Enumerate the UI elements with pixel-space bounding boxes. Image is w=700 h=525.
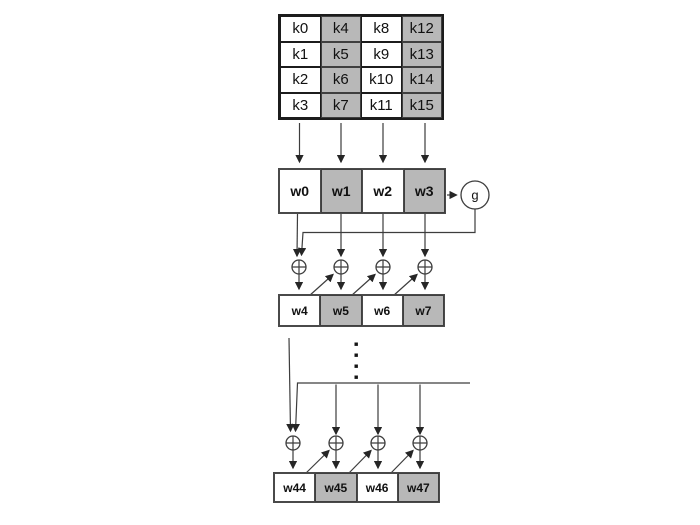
arrow-w0-to-xor: [292, 213, 302, 258]
word-cell-w2: w2: [362, 169, 404, 213]
xor-to-word-arrows-round1: [294, 274, 430, 291]
chain-arrows-final: [303, 449, 414, 476]
xor-icon: [417, 259, 433, 275]
arrow-w4-to-next-xor: [308, 273, 334, 297]
word-cell-w7: w7: [402, 295, 444, 326]
key-cell-k1: k1: [280, 41, 321, 67]
key-cell-k3: k3: [280, 92, 321, 118]
word-to-xor-arrows-final: [331, 384, 425, 436]
key-cell-k12: k12: [401, 16, 442, 42]
word-cell-w45: w45: [315, 473, 357, 502]
xor-icon: [375, 259, 391, 275]
g-function-label: g: [471, 188, 478, 203]
xor-icon: [412, 435, 428, 451]
word-cell-w6: w6: [361, 295, 403, 326]
xor-icon: [291, 259, 307, 275]
key-cell-k14: k14: [401, 67, 442, 93]
xor-icon: [328, 435, 344, 451]
xor-row-final: [285, 435, 428, 451]
xor-icon: [285, 435, 301, 451]
key-to-word-arrows: [295, 123, 430, 164]
word-to-xor-arrows-round1: [292, 213, 430, 258]
chain-arrows-round1: [308, 273, 418, 297]
word-cell-w3: w3: [403, 169, 445, 213]
word-cell-w5: w5: [320, 295, 362, 326]
key-cell-k11: k11: [361, 92, 402, 118]
arrow-w40-to-xor: [286, 337, 295, 433]
word-cell-w4: w4: [279, 295, 321, 326]
arrow-w45-to-next-xor: [346, 449, 372, 476]
arrow-w44-to-next-xor: [303, 449, 330, 476]
word-cell-w44: w44: [274, 473, 316, 502]
word-cell-w1: w1: [320, 169, 362, 213]
key-cell-k9: k9: [361, 41, 402, 67]
xor-icon: [333, 259, 349, 275]
word-cell-w46: w46: [356, 473, 398, 502]
key-cell-k5: k5: [320, 41, 361, 67]
key-cell-k13: k13: [401, 41, 442, 67]
key-cell-k8: k8: [361, 16, 402, 42]
key-cell-k7: k7: [320, 92, 361, 118]
xor-to-word-arrows-final: [288, 450, 425, 470]
arrow-w46-to-next-xor: [388, 449, 414, 476]
xor-row-1: [291, 259, 433, 275]
g-feedback-line: [297, 209, 476, 257]
xor-icon: [370, 435, 386, 451]
key-cell-k6: k6: [320, 67, 361, 93]
arrow-w6-to-next-xor: [392, 273, 418, 297]
key-cell-k4: k4: [320, 16, 361, 42]
final-round-feedback-line: [291, 382, 470, 433]
key-cell-k2: k2: [280, 67, 321, 93]
key-cell-k10: k10: [361, 67, 402, 93]
word-cell-w0: w0: [279, 169, 321, 213]
continuation-dots: [354, 342, 358, 379]
key-cell-k0: k0: [280, 16, 321, 42]
word-cell-w47: w47: [397, 473, 439, 502]
arrow-w5-to-next-xor: [350, 273, 376, 297]
key-cell-k15: k15: [401, 92, 442, 118]
